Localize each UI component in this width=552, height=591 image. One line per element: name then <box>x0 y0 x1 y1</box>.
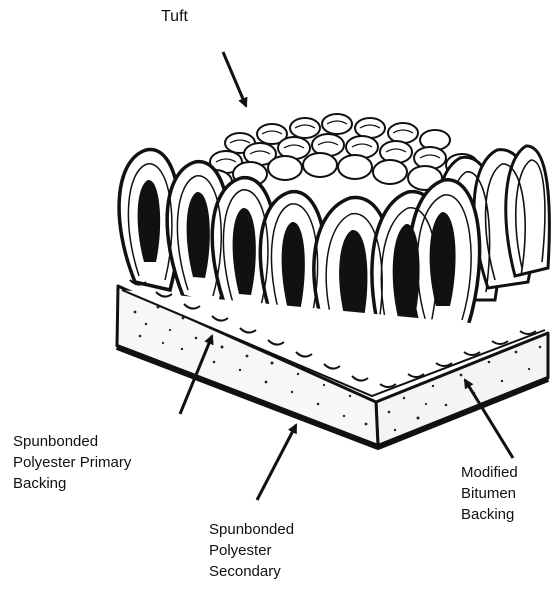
secondary-backing-label: Spunbonded Polyester Secondary <box>209 519 294 582</box>
primary-backing-label: Spunbonded Polyester Primary Backing <box>13 431 131 494</box>
primary-backing-label-line-2: Polyester Primary <box>13 452 131 473</box>
bitumen-backing-label-line-2: Bitumen <box>461 483 518 504</box>
bitumen-backing-label: Modified Bitumen Backing <box>461 462 518 525</box>
tuft-label-text: Tuft <box>161 6 188 27</box>
secondary-backing-arrow <box>257 425 296 500</box>
secondary-backing-label-line-1: Spunbonded <box>209 519 294 540</box>
bitumen-backing-label-line-3: Backing <box>461 504 518 525</box>
secondary-backing-label-line-3: Secondary <box>209 561 294 582</box>
primary-backing-label-line-3: Backing <box>13 473 131 494</box>
tuft-label: Tuft <box>161 6 188 27</box>
tuft-arrow <box>223 52 246 106</box>
bitumen-backing-label-line-1: Modified <box>461 462 518 483</box>
primary-backing-label-line-1: Spunbonded <box>13 431 131 452</box>
secondary-backing-label-line-2: Polyester <box>209 540 294 561</box>
